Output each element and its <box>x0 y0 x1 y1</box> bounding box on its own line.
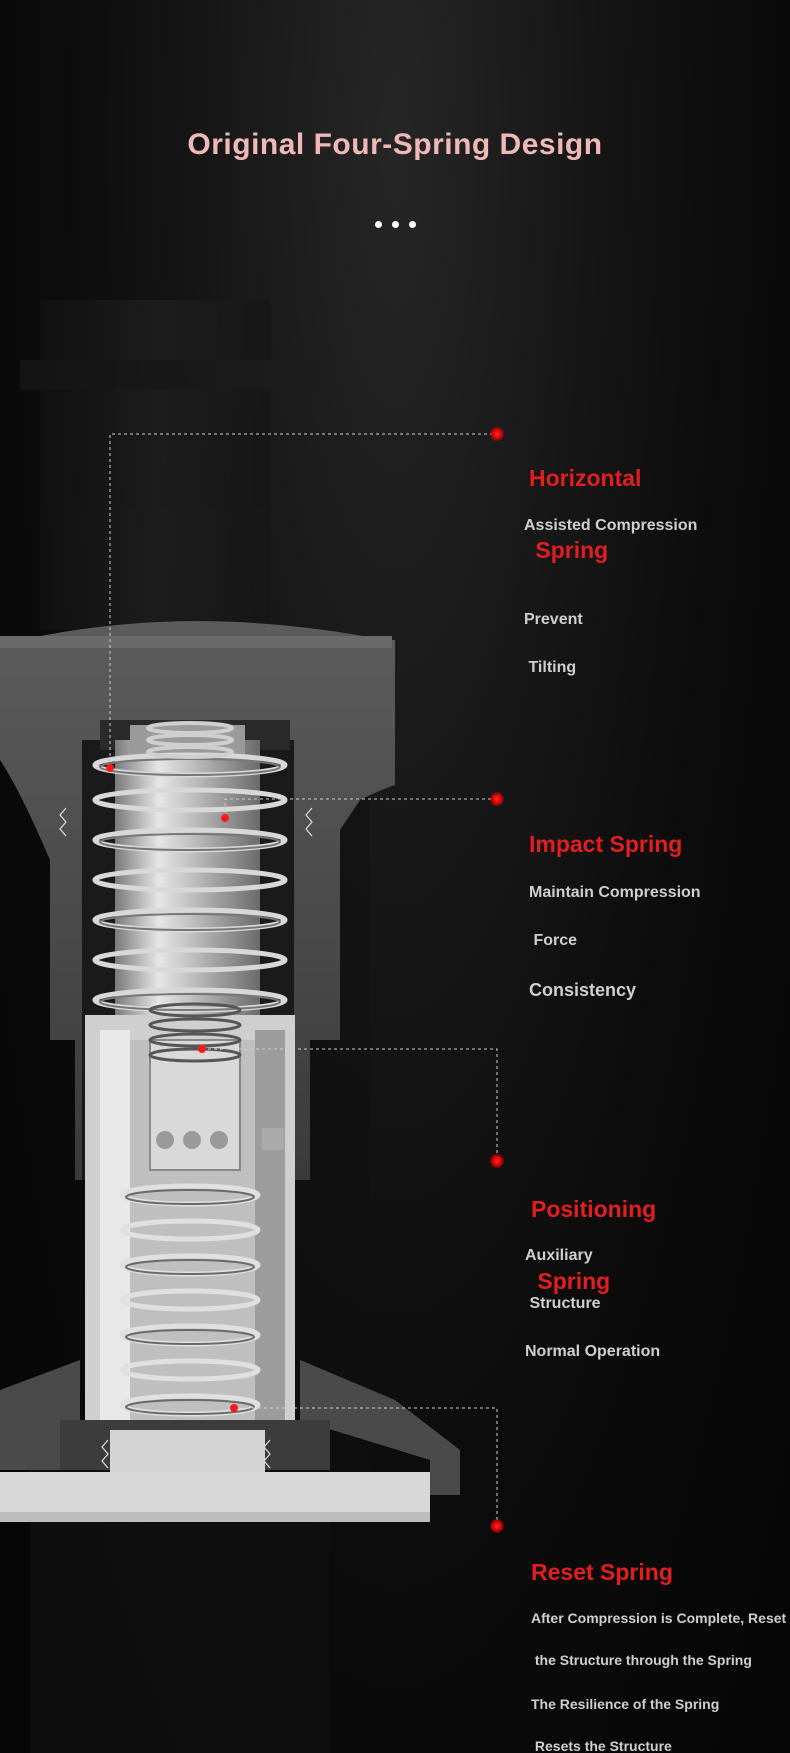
impact-spring-marker <box>490 792 504 806</box>
positioning-spring <box>148 1002 242 1063</box>
horizontal-spring-marker <box>490 427 504 441</box>
ellipsis-decoration <box>0 215 790 233</box>
description-line: Prevent <box>524 611 583 628</box>
heading-line: Positioning <box>531 1196 657 1222</box>
description-line: Consistency <box>529 980 637 1000</box>
description-line: Auxiliary <box>525 1247 593 1264</box>
dot-3 <box>408 221 416 228</box>
description-line: Assisted Compression <box>524 517 698 534</box>
reset-spring-heading: Reset Spring <box>531 1512 673 1632</box>
assembly-marker-points <box>106 764 238 1412</box>
description-line: Maintain Compression <box>529 884 701 901</box>
positioning-spring-description: Auxiliary Structure Normal Operation <box>525 1216 660 1392</box>
reset-spring-description: After Compression is Complete, Reset the… <box>531 1583 786 1753</box>
description-line: Force <box>529 932 578 949</box>
heading-line: Spring <box>529 537 609 563</box>
impact-spring-description: Maintain Compression Force Consistency <box>529 853 701 1032</box>
positioning-spring-marker <box>490 1154 504 1168</box>
positioning-spring-heading: Positioning Spring <box>531 1149 656 1341</box>
dot-1 <box>374 221 382 228</box>
top-spring <box>146 721 234 759</box>
horizontal-spring-description: Assisted Compression Prevent Tilting <box>524 486 697 708</box>
impact-spring-heading: Impact Spring <box>529 784 682 904</box>
description-line: After Compression is Complete, Reset <box>531 1610 787 1626</box>
description-line: Structure <box>525 1295 601 1312</box>
heading-line: Horizontal <box>529 465 642 491</box>
heading-line: Impact Spring <box>529 831 683 857</box>
heading-line: Spring <box>531 1268 611 1294</box>
callout-leaders <box>109 433 498 1526</box>
housing-lip <box>0 636 392 648</box>
description-line: the Structure through the Spring <box>531 1652 752 1668</box>
description-line: Tilting <box>524 659 577 676</box>
horizontal-spring-heading: Horizontal Spring <box>529 418 641 610</box>
description-line: Resets the Structure <box>531 1738 672 1753</box>
heading-line: Reset Spring <box>531 1559 673 1585</box>
description-line: Normal Operation <box>525 1343 661 1360</box>
page-title: Original Four-Spring Design <box>187 128 603 161</box>
dot-2 <box>391 221 399 228</box>
description-spacer <box>524 566 697 580</box>
description-line: The Resilience of the Spring <box>531 1696 720 1712</box>
reset-spring-marker <box>490 1519 504 1533</box>
